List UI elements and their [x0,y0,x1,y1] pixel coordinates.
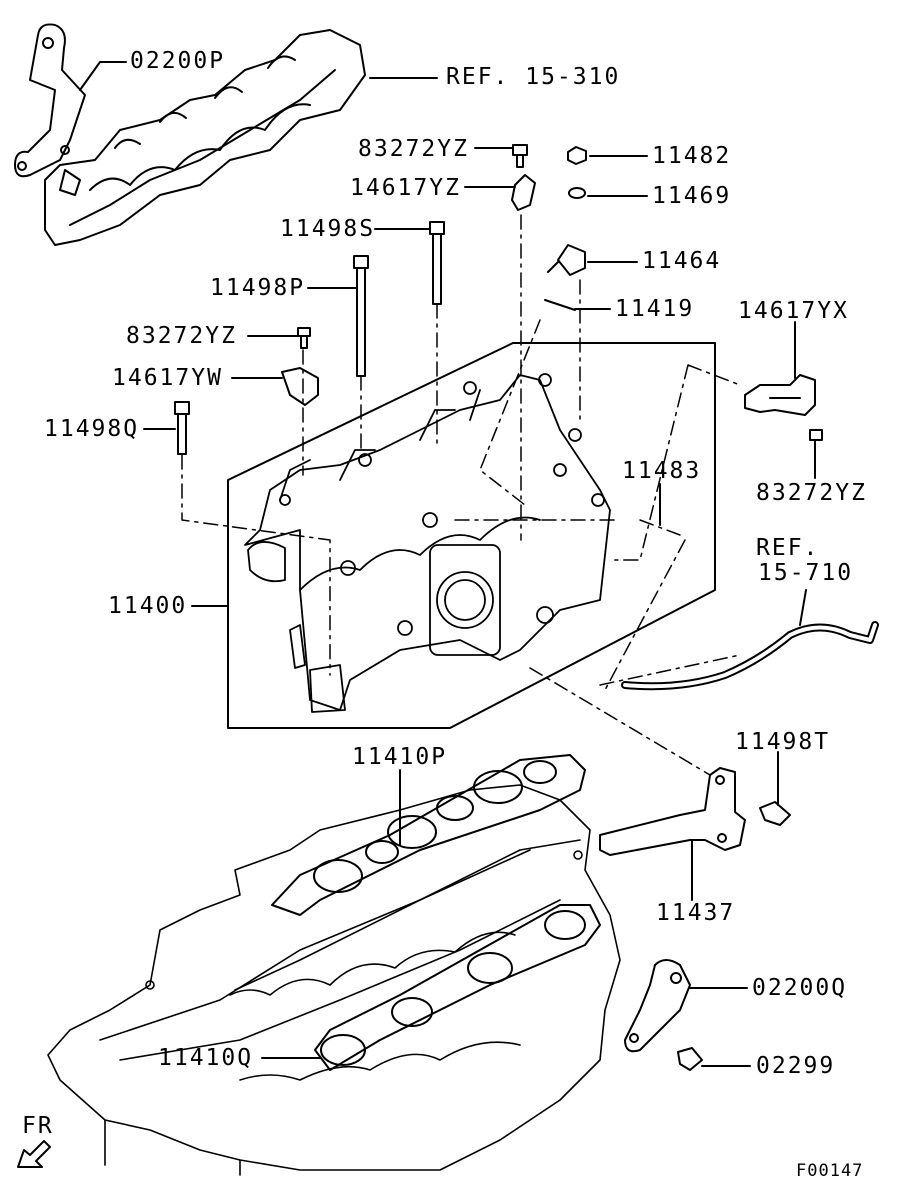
label-11482: 11482 [652,143,732,169]
label-14617YW: 14617YW [112,365,223,391]
label-14617YZ: 14617YZ [350,175,461,201]
dash-leaders [181,214,741,776]
label-ref-15-310: REF. 15-310 [446,64,621,90]
label-11483: 11483 [622,458,702,484]
figure-code: F00147 [796,1161,864,1181]
gasket-11410Q [314,904,601,1071]
cylinder-head [47,784,621,1176]
label-02299: 02299 [756,1053,836,1079]
hose [621,589,879,691]
label-11410Q: 11410Q [158,1045,254,1071]
label-02200P: 02200P [130,48,226,74]
exhaust-manifold [44,29,366,246]
label-02200Q: 02200Q [752,975,848,1001]
label-11498Q: 11498Q [44,416,140,442]
label-11498S: 11498S [280,216,376,242]
label-83272YZ-right: 83272YZ [756,480,867,506]
label-11464: 11464 [642,248,722,274]
leader-lines [79,61,816,1067]
label-83272YZ-mid: 83272YZ [126,323,237,349]
label-11469: 11469 [652,183,732,209]
bracket-02200P [14,23,86,178]
gasket-11410P [271,754,586,916]
label-11419: 11419 [615,296,695,322]
label-ref-15-710-line2: 15-710 [758,560,854,586]
label-83272YZ-top: 83272YZ [358,136,469,162]
manifold-box [227,342,716,729]
bracket-11437 [599,767,791,856]
label-11400: 11400 [108,593,188,619]
front-arrow-icon [17,1140,51,1168]
label-11498P: 11498P [210,275,306,301]
bracket-02200Q [624,959,703,1071]
label-ref-15-710-line1: REF. [756,535,820,561]
label-14617YX: 14617YX [738,298,849,324]
fasteners-top [511,144,587,311]
label-11437: 11437 [656,900,736,926]
label-11410P: 11410P [352,744,448,770]
intake-manifold [244,373,611,713]
bracket-14617YX [744,374,823,441]
label-front-direction: FR [22,1113,54,1139]
label-11498T: 11498T [735,729,831,755]
